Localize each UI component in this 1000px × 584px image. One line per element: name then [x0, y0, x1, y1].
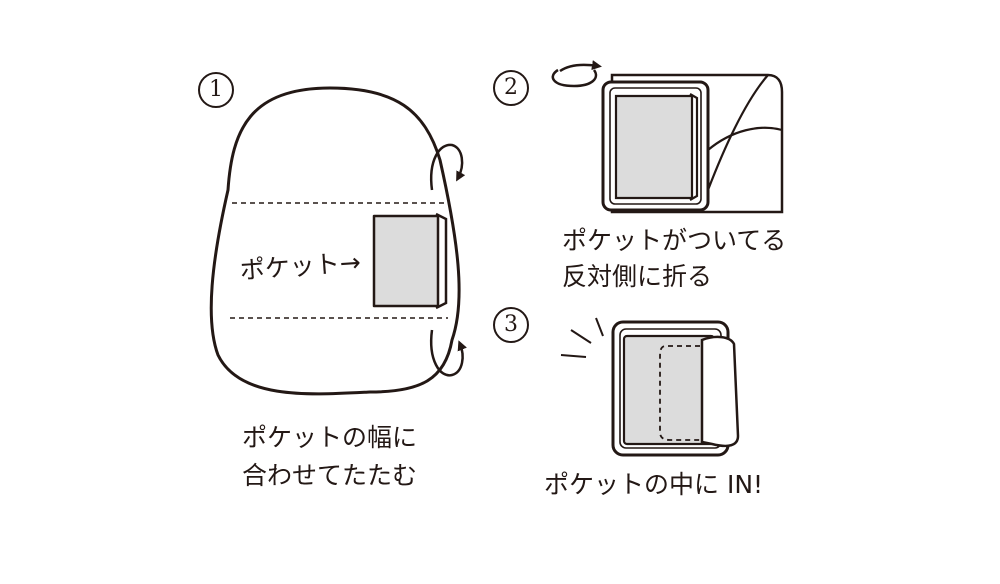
step-3-number-badge: 3 — [493, 307, 529, 343]
step-3-tucked-flap-hidden — [659, 345, 704, 441]
step-1-caption-line-2: 合わせてたたむ — [242, 461, 418, 490]
step-2-caption-line-2: 反対側に折る — [562, 262, 713, 291]
step-3-sparkle-lines-icon — [560, 317, 604, 358]
step-2-number-badge: 2 — [493, 70, 529, 106]
step-3-pocket — [622, 334, 716, 446]
step-3-side-flap — [700, 335, 740, 448]
step-2-pocket — [614, 93, 699, 201]
step-3-tucked-illustration — [560, 317, 740, 457]
step-2-folded-illustration — [551, 60, 784, 214]
step-2-rotate-arrow-icon — [551, 60, 602, 88]
step-1-number-badge: 1 — [198, 72, 234, 108]
step-1-garment-illustration — [209, 86, 467, 396]
step-1-garment-outline — [209, 86, 461, 396]
step-3-caption-line-1: ポケットの中に IN! — [544, 470, 764, 499]
step-1-fold-arrow-bottom-icon — [429, 329, 467, 377]
step-1-pocket — [372, 212, 448, 310]
step-1-fold-arrow-top-icon — [429, 143, 466, 191]
step-2-caption-line-1: ポケットがついてる — [562, 226, 787, 255]
step-1-caption-line-1: ポケットの幅に — [242, 423, 418, 452]
